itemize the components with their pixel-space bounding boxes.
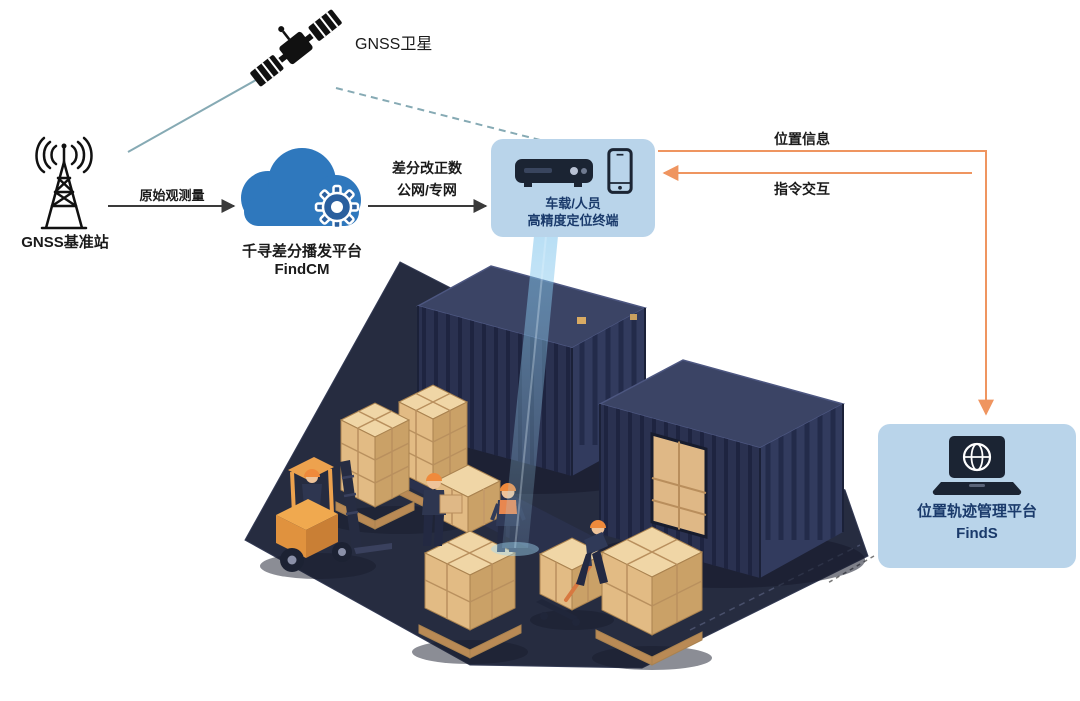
cargo-opening <box>650 432 708 539</box>
pallet-stack-tall <box>335 402 415 530</box>
worker-pallet-jack <box>576 520 608 586</box>
pallet-stack-front-right <box>595 526 704 666</box>
worker-carrying-box <box>422 473 463 546</box>
link-satellite-base <box>127 79 257 153</box>
receiver-icon <box>515 159 593 187</box>
pallet-stack-front-left <box>418 530 522 659</box>
shadow <box>260 553 376 579</box>
warehouse-scene <box>244 235 869 670</box>
management-platform-name: 位置轨迹管理平台 <box>916 503 1037 520</box>
terminal-label-line2: 高精度定位终端 <box>527 212 619 228</box>
globe-icon <box>962 442 992 472</box>
raw-observation-edge-label: 原始观测量 <box>139 188 205 203</box>
satellite-label: GNSS卫星 <box>355 36 433 53</box>
position-info-edge-label: 位置信息 <box>774 131 830 147</box>
satellite-icon <box>250 9 342 87</box>
gear-icon <box>314 184 360 230</box>
terminal-icons <box>512 146 634 196</box>
management-platform-node: 位置轨迹管理平台 FindS <box>878 424 1076 568</box>
cloud-platform-name: 千寻差分播发平台 <box>241 243 362 260</box>
base-station-label: GNSS基准站 <box>21 234 109 251</box>
pallet-stack-rear <box>393 384 473 512</box>
correction-edge-label-line2: 公网/专网 <box>397 182 457 198</box>
laptop-globe-icon <box>932 436 1022 496</box>
forklift <box>276 457 392 572</box>
terminal-node: 车载/人员 高精度定位终端 <box>491 139 655 237</box>
link-satellite-terminal <box>335 87 541 141</box>
forklift-driver <box>302 469 322 506</box>
arrow-position-info <box>658 150 994 416</box>
cloud-platform-product: FindCM <box>274 261 330 278</box>
cloud-gear-icon <box>241 148 361 230</box>
terminal-label-line1: 车载/人员 <box>545 196 601 211</box>
radio-tower-icon <box>35 136 93 230</box>
command-interaction-edge-label: 指令交互 <box>774 181 830 197</box>
correction-edge-label-line1: 差分改正数 <box>392 160 462 176</box>
pallet-stack-jack <box>536 537 606 620</box>
smartphone-icon <box>607 148 633 194</box>
management-platform-product: FindS <box>956 525 998 543</box>
positioning-beam-icon <box>491 235 558 556</box>
